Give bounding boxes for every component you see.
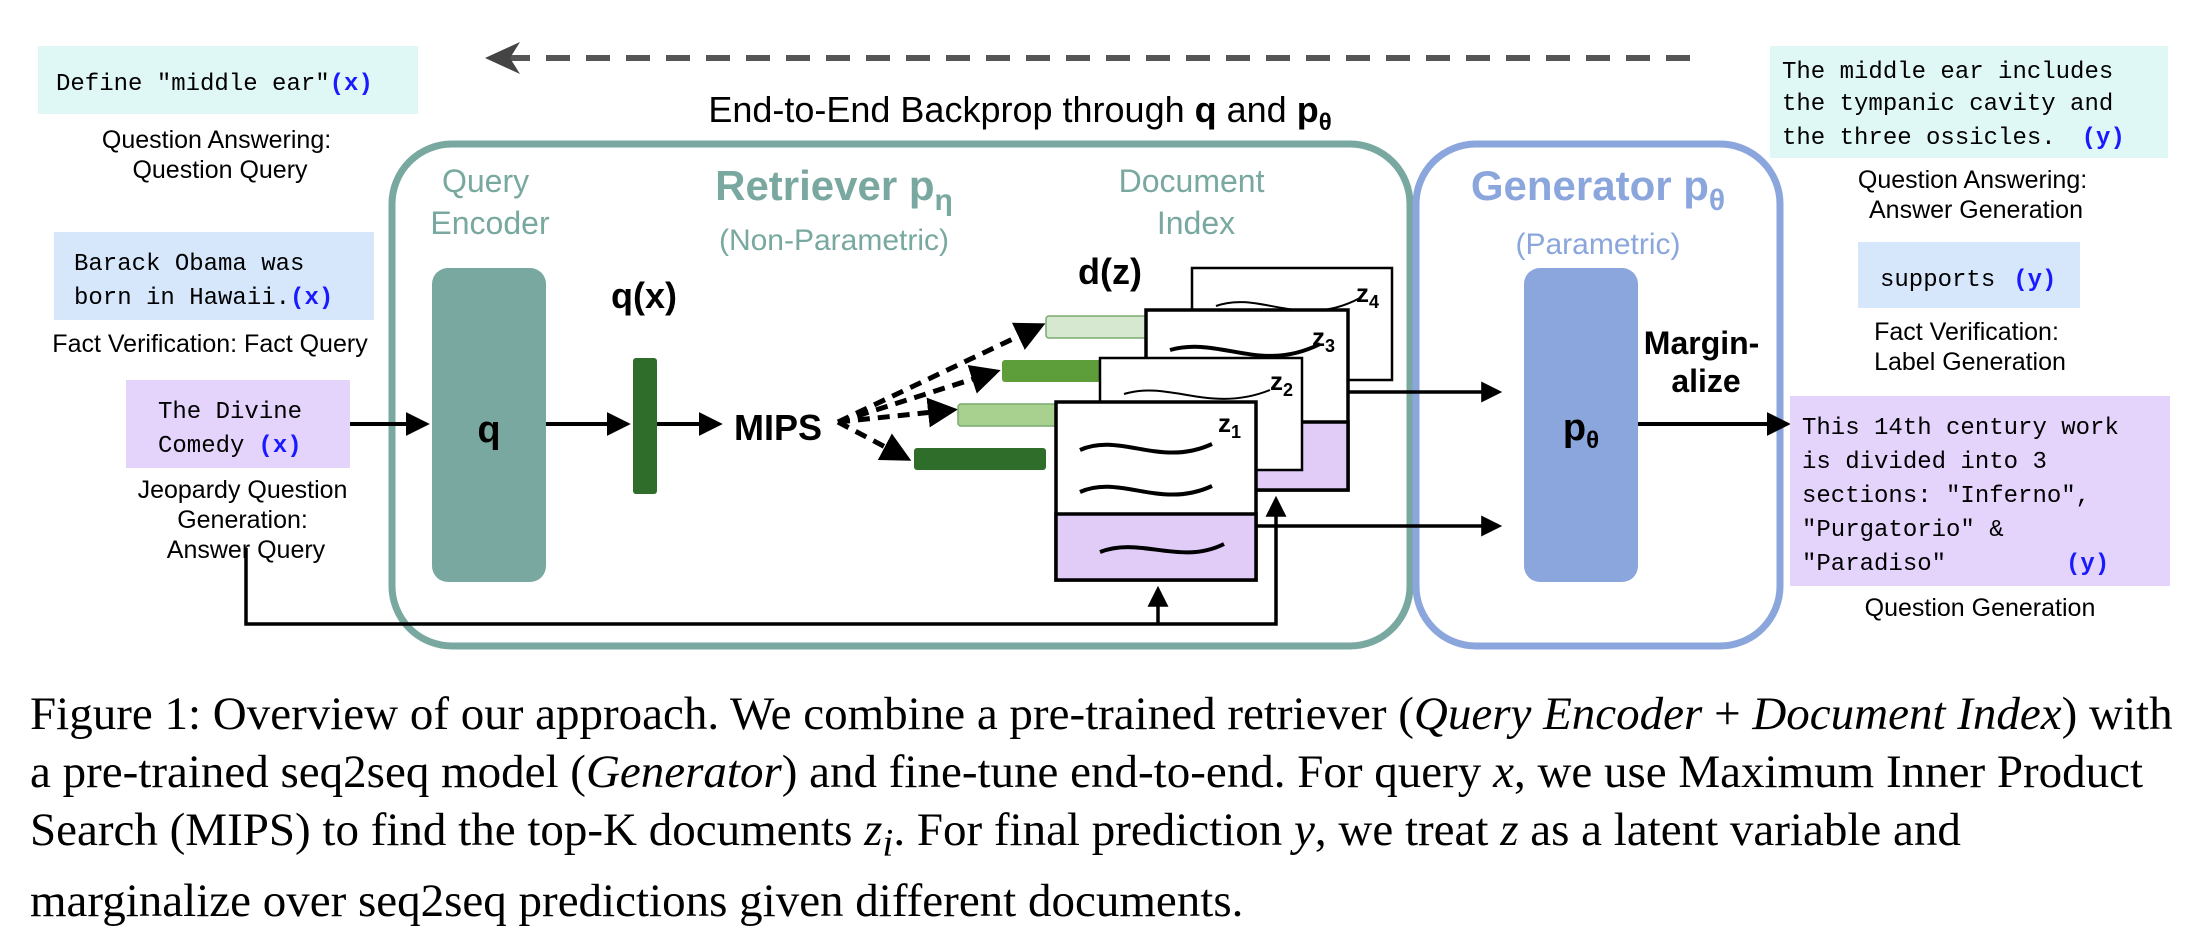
query-vector [633,358,657,494]
qx-label: q(x) [611,275,677,316]
document-1: z1 [1054,400,1258,582]
query-encoder-label: q [477,409,500,451]
retriever-subtitle: (Non-Parametric) [719,224,949,257]
svg-text:Question Answering: Ques: Question Answering: Question Query [102,126,338,184]
svg-text:z3: z3 [1312,322,1335,356]
generator-container [1412,140,1784,650]
svg-text:Fact Verification: Fact Query: Fact Verification: Fact Query [52,330,368,358]
svg-text:Question Generation: Question Generation [1865,594,2096,622]
svg-text:Question Answering: Answ: Question Answering: Answer Generation [1858,166,2094,224]
svg-text:Define "middle ear"(x): Define "middle ear"(x) [56,71,373,98]
input-fact: Barack Obama was born in Hawaii.(x) Fact… [52,232,374,358]
input-qa: Define "middle ear"(x) Question Answerin… [38,46,418,184]
document-index-heading: Document Index [1119,163,1274,241]
svg-text:The Divine Comedy(x): The Divine Comedy(x) [158,399,316,460]
retriever-title: Retriever pη [715,162,953,217]
mips-arrows [836,322,1046,461]
backprop-label: End-to-End Backprop through q and pθ [708,89,1331,136]
marginalize-label: Margin- alize [1644,325,1768,399]
svg-text:Jeopardy Question Genera: Jeopardy Question Generation: Answer Que… [138,476,355,564]
figure-caption: Figure 1: Overview of our approach. We c… [30,688,2173,928]
svg-text:z4: z4 [1356,278,1379,312]
svg-text:z1: z1 [1218,408,1241,442]
svg-text:Barack Obama was born in: Barack Obama was born in Hawaii.(x) [74,251,333,312]
svg-text:supports(y): supports(y) [1880,267,2056,294]
generator-subtitle: (Parametric) [1515,228,1680,261]
mips-label: MIPS [734,407,822,448]
generator-block [1524,268,1638,582]
doc-vector-2 [957,403,1069,427]
output-question: This 14th century work is divided into 3… [1790,396,2170,622]
doc-vector-1 [914,448,1046,470]
retriever-container [388,140,1414,650]
backprop-arrow [485,42,1690,74]
routing-arrows [244,381,1503,626]
output-fact: supports(y) Fact Verification: Label Gen… [1858,242,2080,376]
doc-vector-3 [1002,360,1112,382]
svg-text:This 14th century work i: This 14th century work is divided into 3… [1802,415,2133,578]
query-encoder-heading: Query Encoder [430,163,550,241]
output-qa: The middle ear includes the tympanic cav… [1770,46,2168,224]
svg-text:The middle ear includes: The middle ear includes the tympanic cav… [1782,59,2128,152]
dz-label: d(z) [1078,251,1142,292]
query-encoder-block [432,268,546,582]
svg-text:z2: z2 [1270,366,1293,400]
doc-vector-4 [1045,315,1157,339]
generator-title: Generator pθ [1471,162,1725,217]
input-jeopardy: The Divine Comedy(x) Jeopardy Question G… [126,380,355,564]
svg-text:Fact Verification: Label: Fact Verification: Label Generation [1874,318,2066,376]
generator-block-label: pθ [1563,407,1599,454]
